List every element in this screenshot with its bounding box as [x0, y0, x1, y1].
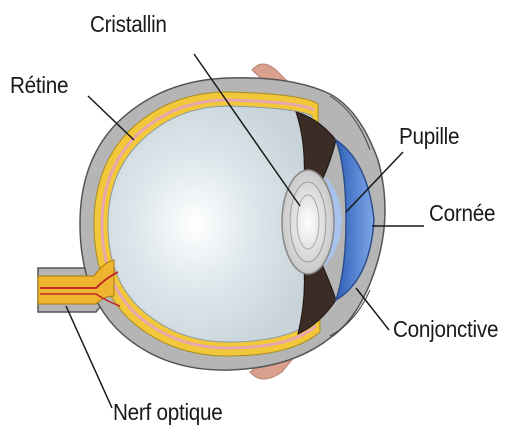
- label-cornee: Cornée: [429, 202, 495, 225]
- label-pupille: Pupille: [399, 125, 459, 148]
- label-nerf-optique: Nerf optique: [113, 401, 223, 424]
- leader-conjonctive: [356, 288, 389, 330]
- leader-nerf: [66, 306, 112, 408]
- label-conjonctive: Conjonctive: [393, 318, 498, 341]
- label-retine: Rétine: [10, 74, 68, 97]
- label-cristallin: Cristallin: [90, 13, 167, 36]
